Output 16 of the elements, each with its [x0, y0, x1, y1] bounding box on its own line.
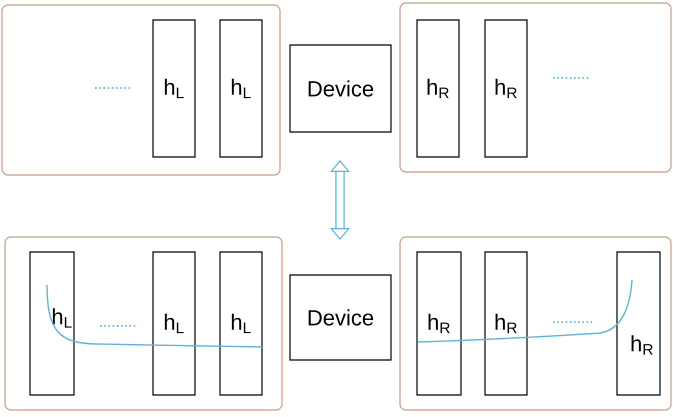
- layer-box: h$_{L}$: [219, 251, 263, 396]
- device-box: Device: [289, 44, 392, 133]
- layer-box: h$_{R}$: [616, 251, 661, 396]
- group-panel: [399, 236, 672, 411]
- layer-box: h$_{R}$: [484, 251, 528, 396]
- device-box: Device: [289, 274, 392, 361]
- layer-box: h$_{R}$: [484, 19, 528, 158]
- layer-box: h$_{L}$: [29, 251, 75, 396]
- group-panel: [399, 2, 672, 173]
- group-panel: [1, 4, 281, 176]
- layer-box: h$_{L}$: [219, 19, 263, 158]
- layer-box: h$_{L}$: [152, 19, 196, 158]
- layer-box: h$_{L}$: [152, 251, 196, 396]
- layer-box: h$_{R}$: [416, 251, 462, 396]
- group-panel: [4, 236, 283, 411]
- layer-box: h$_{R}$: [416, 19, 460, 158]
